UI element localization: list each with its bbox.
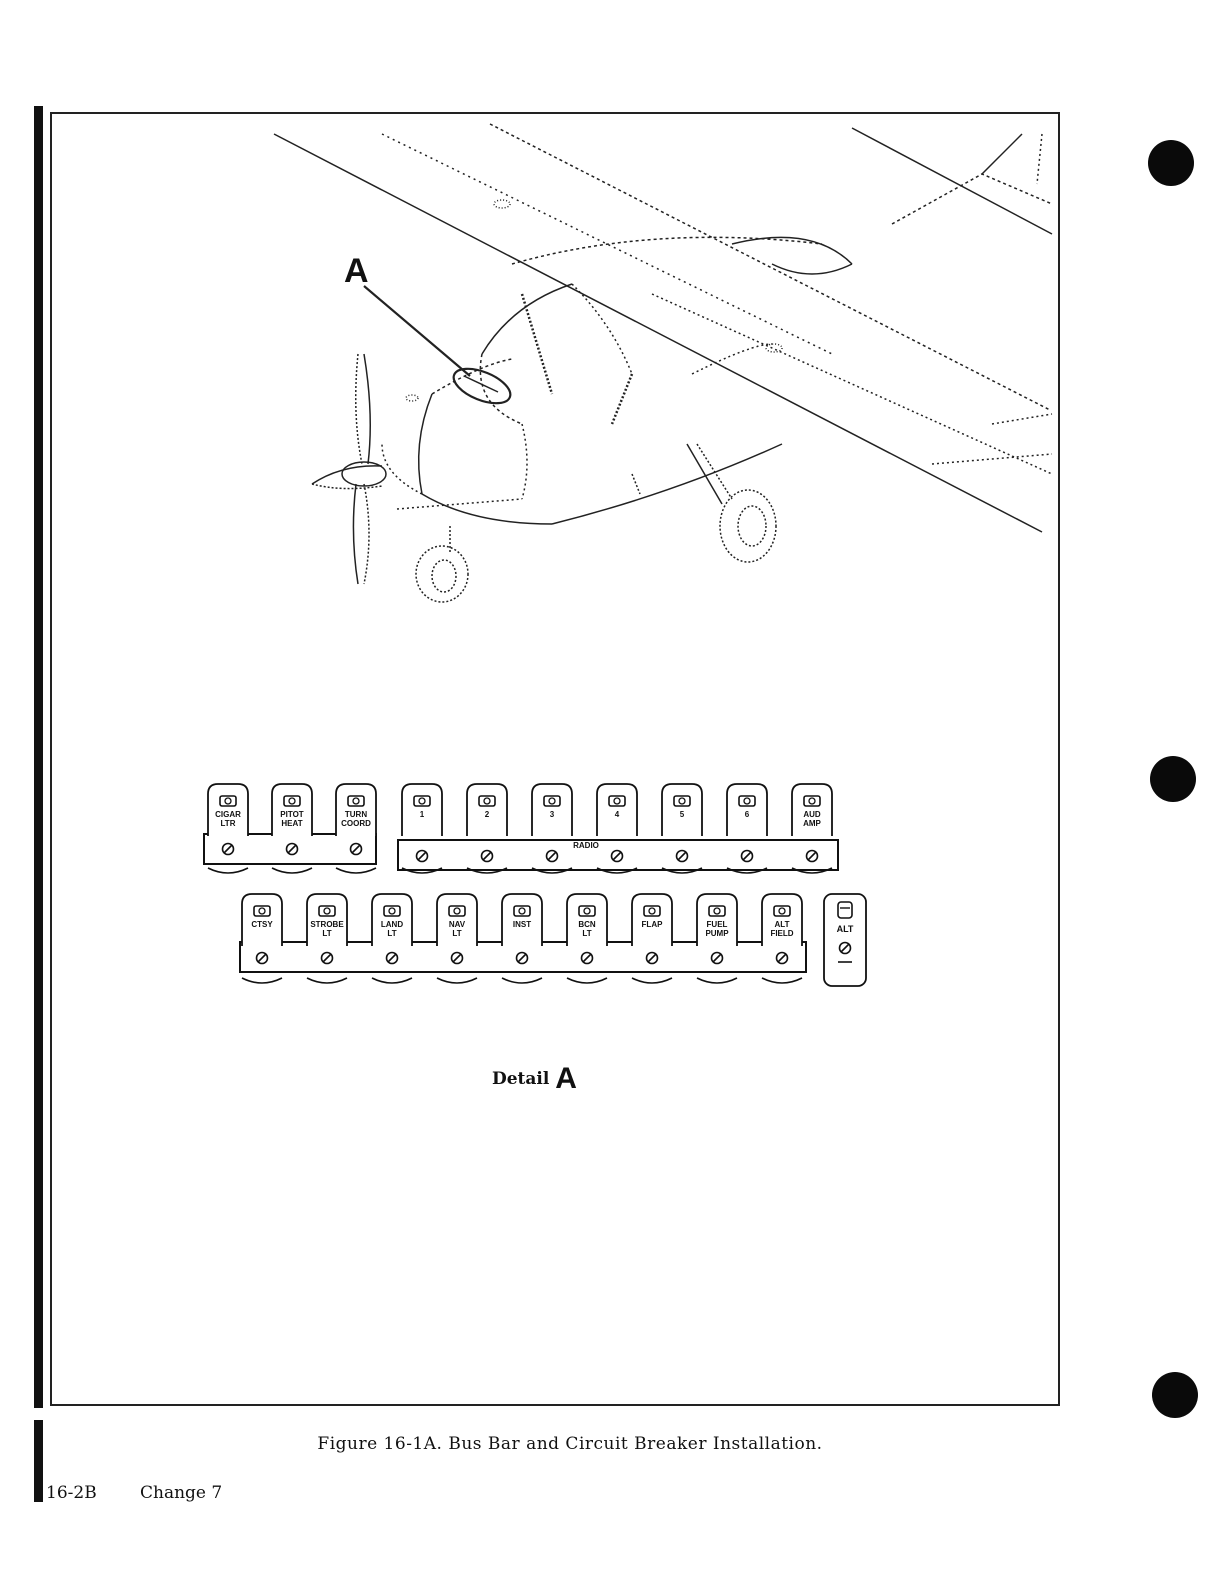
breaker-label-line1: 5 bbox=[680, 810, 685, 819]
breaker-label-line1: 3 bbox=[550, 810, 555, 819]
change-number: Change 7 bbox=[140, 1483, 222, 1503]
page-number: 16-2B bbox=[46, 1483, 97, 1503]
breaker-label-line1: FLAP bbox=[642, 920, 664, 929]
figure-caption: Figure 16-1A. Bus Bar and Circuit Breake… bbox=[0, 1434, 1140, 1454]
breaker-label-line1: CTSY bbox=[251, 920, 273, 929]
breaker-label-line2: LT bbox=[582, 929, 591, 938]
breaker-label-line1: STROBE bbox=[310, 920, 344, 929]
radio-label: RADIO bbox=[573, 841, 599, 850]
breaker-label-line1: NAV bbox=[449, 920, 466, 929]
breaker-label-line1: 6 bbox=[745, 810, 750, 819]
punch-hole-bottom bbox=[1152, 1372, 1198, 1418]
breaker-label-line1: AUD bbox=[803, 810, 821, 819]
breaker-label-line2: COORD bbox=[341, 819, 371, 828]
breaker-label-line2: FIELD bbox=[770, 929, 793, 938]
breaker-label-line1: 2 bbox=[485, 810, 490, 819]
punch-hole-top bbox=[1148, 140, 1194, 186]
breaker-label-line1: TURN bbox=[345, 810, 367, 819]
bus-bar-group-radio: RADIO bbox=[398, 840, 838, 870]
detail-caption-letter: A bbox=[555, 1062, 577, 1095]
breaker-label-line2: LT bbox=[322, 929, 331, 938]
breaker-label-line2: LTR bbox=[221, 819, 236, 828]
bus-bar-group-bottom bbox=[240, 942, 806, 972]
breaker-label-line1: 1 bbox=[420, 810, 425, 819]
breaker-label-line2: HEAT bbox=[281, 819, 302, 828]
breaker-label-line2: LT bbox=[452, 929, 461, 938]
bus-bar-group-left bbox=[204, 834, 376, 864]
punch-hole-middle bbox=[1150, 756, 1196, 802]
detail-caption: Detail A bbox=[492, 1062, 577, 1096]
revision-bar-bottom bbox=[34, 1420, 43, 1502]
breaker-label-line1: INST bbox=[513, 920, 531, 929]
revision-bar-top bbox=[34, 106, 43, 1408]
breaker-label-line1: 4 bbox=[615, 810, 620, 819]
breaker-label-line1: BCN bbox=[578, 920, 596, 929]
breaker-label-line2: AMP bbox=[803, 819, 821, 828]
breaker-label-line1: ALT bbox=[775, 920, 790, 929]
breaker-label-line2: LT bbox=[387, 929, 396, 938]
alt-switch[interactable]: ALT bbox=[824, 894, 866, 986]
breaker-label-line1: FUEL bbox=[707, 920, 728, 929]
breaker-label-line1: LAND bbox=[381, 920, 403, 929]
breaker-label-line2: PUMP bbox=[705, 929, 729, 938]
breaker-label-line1: CIGAR bbox=[215, 810, 241, 819]
breaker-label-line1: PITOT bbox=[280, 810, 304, 819]
detail-caption-prefix: Detail bbox=[492, 1069, 549, 1089]
alt-switch-label: ALT bbox=[837, 924, 854, 934]
